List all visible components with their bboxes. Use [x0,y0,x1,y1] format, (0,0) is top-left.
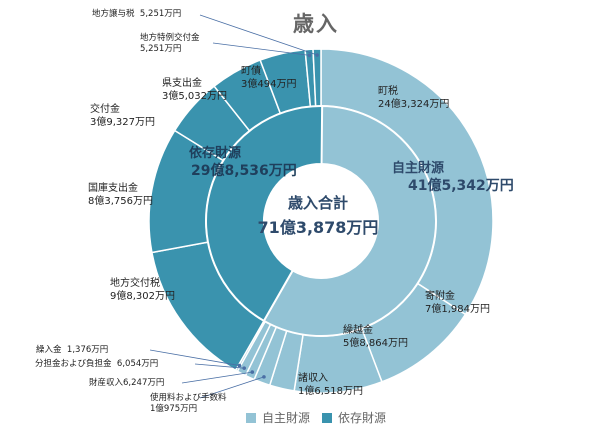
leader-line-6 [194,363,245,369]
outer-ring [148,48,494,394]
legend-label-own: 自主財源 [262,411,311,425]
leader-line-5 [181,371,253,384]
leader-line-13 [212,42,310,56]
legend-label-dependent: 依存財源 [338,411,387,425]
slice-label-transfers: 繰入金 1,376万円 [36,345,109,355]
center-value: 71億3,878万円 [257,218,379,237]
leader-dot-6 [242,366,247,370]
leader-dot-4 [262,375,266,379]
leader-dot-7 [237,363,242,368]
leader-dot-14 [315,53,319,57]
leader-dot-13 [307,53,312,58]
slice-label-contributions: 分担金および負担金 6,054万円 [35,359,159,369]
legend-item-dependent: 依存財源 [322,409,386,426]
leader-line-7 [149,349,240,366]
slice-label-property-income: 財産収入6,247万円 [89,378,165,388]
group-value-dependent: 29億8,536万円 [191,163,297,179]
center-label: 歳入合計 [287,194,348,212]
group-label-dependent: 依存財源 [189,146,242,161]
legend-swatch-own [246,412,256,423]
group-value-own: 41億5,342万円 [408,178,514,194]
slice-label-transfer-tax: 地方譲与税 5,251万円 [92,9,182,19]
legend: 自主財源 依存財源 [246,409,386,426]
leader-line-4 [199,376,265,399]
leader-line-14 [199,14,318,56]
inner-ring [205,104,437,337]
legend-swatch-dependent [322,412,333,423]
chart-title: 歳入 [293,12,339,36]
group-label-own: 自主財源 [392,161,445,176]
leader-dot-5 [250,370,255,374]
legend-item-own: 自主財源 [246,409,310,426]
center-disk [264,164,378,278]
leader-lines [149,14,319,399]
